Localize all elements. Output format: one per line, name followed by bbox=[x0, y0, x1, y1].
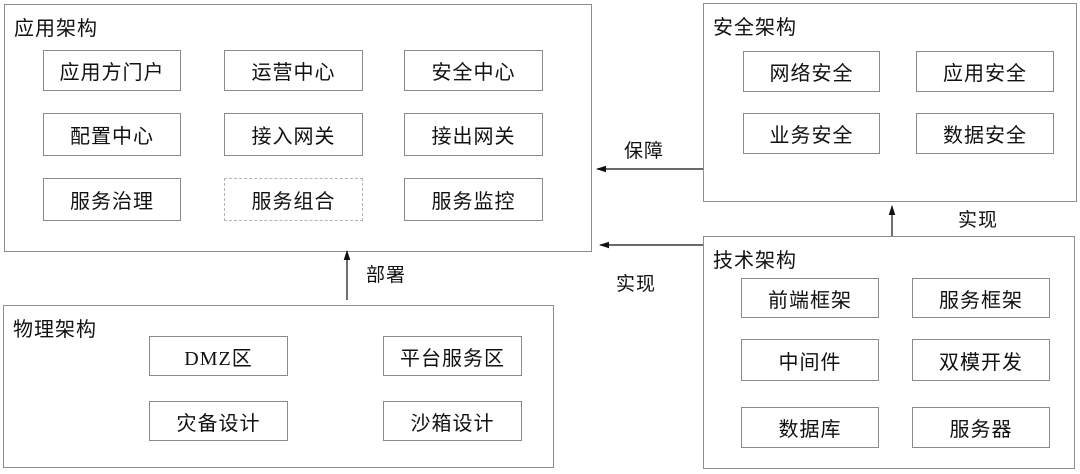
panel-application-title: 应用架构 bbox=[14, 18, 98, 40]
item-network-security: 网络安全 bbox=[743, 51, 880, 92]
panel-technology-architecture: 技术架构 前端框架 服务框架 中间件 双模开发 数据库 服务器 bbox=[703, 236, 1075, 469]
panel-security-title: 安全架构 bbox=[713, 17, 797, 39]
panel-physical-architecture: 物理架构 DMZ区 平台服务区 灾备设计 沙箱设计 bbox=[3, 305, 554, 468]
panel-security-architecture: 安全架构 网络安全 应用安全 业务安全 数据安全 bbox=[703, 3, 1077, 202]
item-config-center: 配置中心 bbox=[43, 113, 181, 156]
item-frontend-framework: 前端框架 bbox=[741, 278, 879, 318]
item-data-security: 数据安全 bbox=[916, 113, 1054, 154]
item-business-security: 业务安全 bbox=[743, 113, 880, 154]
item-security-center: 安全中心 bbox=[404, 50, 543, 91]
item-sandbox-design: 沙箱设计 bbox=[383, 401, 522, 441]
item-egress-gateway: 接出网关 bbox=[404, 113, 543, 156]
item-service-monitoring: 服务监控 bbox=[404, 178, 543, 221]
item-disaster-recovery-design: 灾备设计 bbox=[149, 401, 288, 441]
item-app-portal: 应用方门户 bbox=[43, 50, 181, 91]
deploy-arrow-label: 部署 bbox=[366, 265, 407, 286]
item-service-governance: 服务治理 bbox=[43, 178, 181, 221]
guarantee-arrow-label: 保障 bbox=[624, 141, 665, 162]
item-dual-mode-development: 双模开发 bbox=[912, 339, 1050, 381]
implement-arrow-label-app: 实现 bbox=[616, 274, 657, 295]
panel-technology-title: 技术架构 bbox=[713, 250, 797, 272]
item-dmz-zone: DMZ区 bbox=[149, 336, 288, 376]
panel-application-architecture: 应用架构 应用方门户 运营中心 安全中心 配置中心 接入网关 接出网关 服务治理… bbox=[4, 4, 592, 252]
implement-arrow-label-security: 实现 bbox=[958, 210, 999, 231]
item-service-composition: 服务组合 bbox=[224, 178, 363, 221]
item-middleware: 中间件 bbox=[741, 339, 879, 381]
item-database: 数据库 bbox=[741, 407, 879, 448]
item-operation-center: 运营中心 bbox=[224, 50, 363, 91]
item-service-framework: 服务框架 bbox=[912, 278, 1050, 318]
panel-physical-title: 物理架构 bbox=[13, 319, 97, 341]
item-application-security: 应用安全 bbox=[916, 51, 1054, 92]
item-access-gateway: 接入网关 bbox=[224, 113, 363, 156]
item-platform-service-zone: 平台服务区 bbox=[383, 336, 522, 376]
item-server: 服务器 bbox=[912, 407, 1050, 448]
